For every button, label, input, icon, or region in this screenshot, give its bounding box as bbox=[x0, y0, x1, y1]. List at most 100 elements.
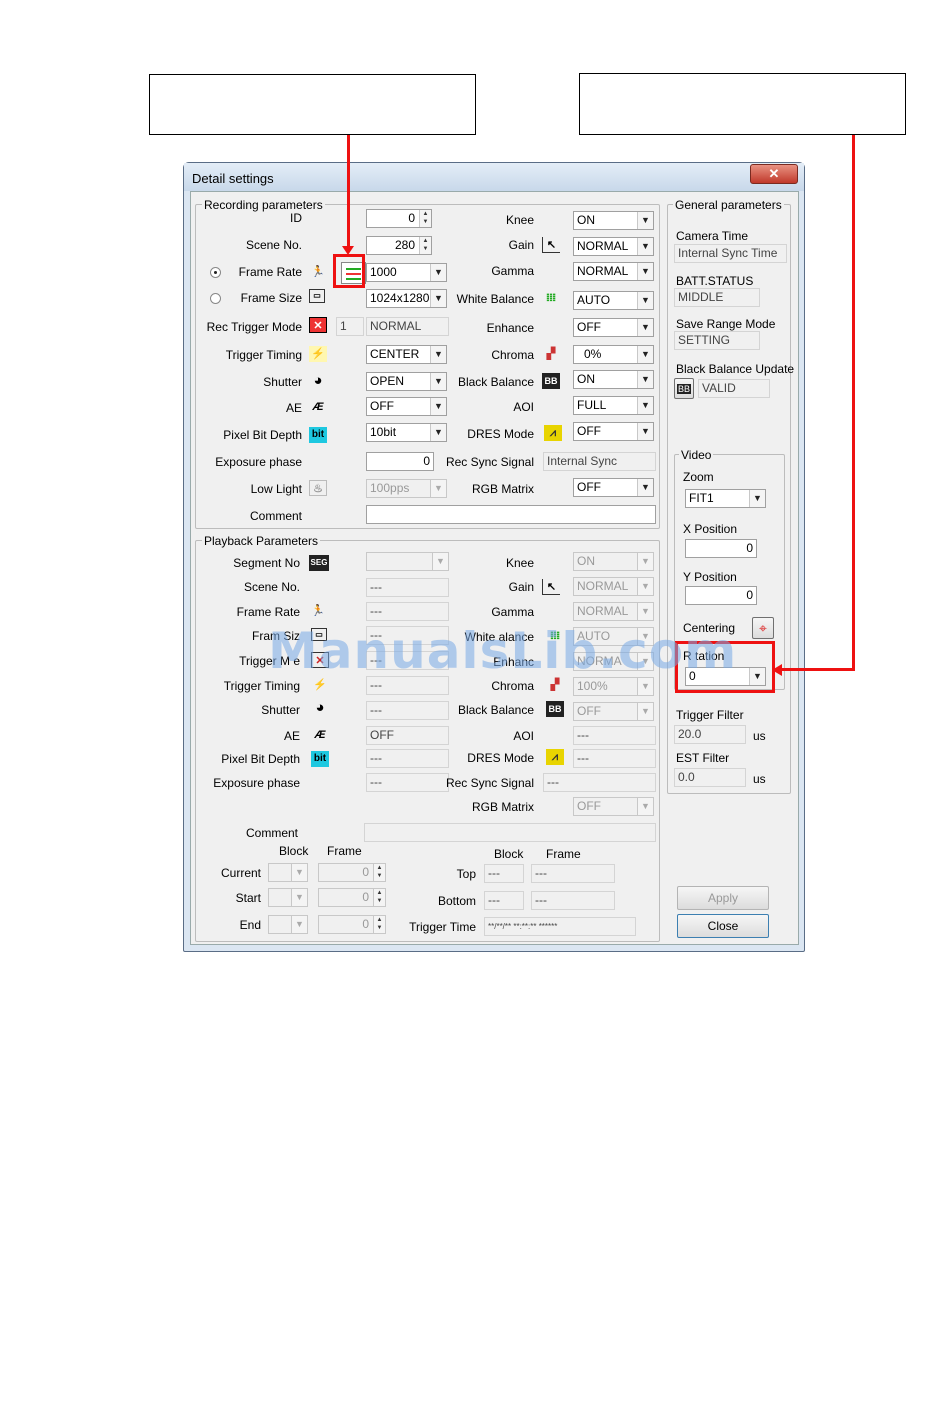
chevron-down-icon[interactable]: ▼ bbox=[637, 798, 653, 815]
chroma-select[interactable]: 0%▼ bbox=[573, 345, 654, 364]
chevron-down-icon[interactable]: ▼ bbox=[637, 678, 653, 695]
annotation-highlight-frame-rate-table bbox=[333, 254, 365, 288]
top-block-value: --- bbox=[488, 866, 500, 880]
chevron-down-icon[interactable]: ▼ bbox=[637, 319, 653, 336]
current-block-select[interactable]: ▼ bbox=[268, 863, 308, 882]
pb-black-balance-select[interactable]: OFF▼ bbox=[573, 702, 654, 721]
block-header: Block bbox=[279, 844, 309, 858]
chevron-down-icon[interactable]: ▼ bbox=[637, 578, 653, 595]
chevron-down-icon[interactable]: ▼ bbox=[749, 668, 765, 685]
recording-parameters-title: Recording parameters bbox=[202, 198, 325, 212]
chevron-down-icon[interactable]: ▼ bbox=[430, 373, 446, 390]
pb-gain-select[interactable]: NORMAL▼ bbox=[573, 577, 654, 596]
white-balance-select[interactable]: AUTO▼ bbox=[573, 291, 654, 310]
chevron-down-icon[interactable]: ▼ bbox=[430, 424, 446, 441]
frame-rate-select[interactable]: 1000▼ bbox=[366, 263, 447, 282]
dres-mode-value: OFF bbox=[577, 424, 601, 438]
x-position-input[interactable]: 0 bbox=[685, 539, 757, 558]
black-balance-update-field: VALID bbox=[698, 379, 770, 398]
enhance-select[interactable]: OFF▼ bbox=[573, 318, 654, 337]
chevron-down-icon[interactable]: ▼ bbox=[430, 290, 446, 307]
trigger-timing-select[interactable]: CENTER▼ bbox=[366, 345, 447, 364]
dres-mode-select[interactable]: OFF ▼ bbox=[573, 422, 654, 441]
frame-rate-radio[interactable] bbox=[210, 267, 221, 278]
shutter-select[interactable]: OPEN▼ bbox=[366, 372, 447, 391]
spinner-arrows-icon[interactable]: ▲▼ bbox=[373, 916, 385, 933]
exposure-phase-input[interactable]: 0 bbox=[366, 452, 434, 471]
chevron-down-icon[interactable]: ▼ bbox=[430, 398, 446, 415]
est-filter-value: 0.0 bbox=[678, 770, 695, 784]
gamma-select[interactable]: NORMAL▼ bbox=[573, 262, 654, 281]
chevron-down-icon[interactable]: ▼ bbox=[291, 864, 307, 881]
frame-size-radio[interactable] bbox=[210, 293, 221, 304]
aoi-select[interactable]: FULL▼ bbox=[573, 396, 654, 415]
zoom-select[interactable]: FIT1▼ bbox=[685, 489, 766, 508]
chevron-down-icon[interactable]: ▼ bbox=[637, 703, 653, 720]
label-dres-mode: DRES Mode bbox=[467, 427, 534, 441]
chevron-down-icon[interactable]: ▼ bbox=[291, 889, 307, 906]
pb-scene-no-value: --- bbox=[370, 580, 382, 594]
start-block-select[interactable]: ▼ bbox=[268, 888, 308, 907]
ae-select[interactable]: OFF▼ bbox=[366, 397, 447, 416]
spinner-arrows-icon[interactable]: ▲▼ bbox=[373, 864, 385, 881]
rotation-select[interactable]: 0▼ bbox=[685, 667, 766, 686]
pb-chroma-select[interactable]: 100%▼ bbox=[573, 677, 654, 696]
black-balance-update-button[interactable]: BB bbox=[674, 378, 694, 399]
callout-right bbox=[579, 73, 906, 135]
chevron-down-icon[interactable]: ▼ bbox=[637, 238, 653, 255]
apply-button[interactable]: Apply bbox=[677, 886, 769, 910]
pb-knee-select[interactable]: ON▼ bbox=[573, 552, 654, 571]
chevron-down-icon[interactable]: ▼ bbox=[637, 212, 653, 229]
y-position-input[interactable]: 0 bbox=[685, 586, 757, 605]
end-block-select[interactable]: ▼ bbox=[268, 915, 308, 934]
rgb-matrix-select[interactable]: OFF▼ bbox=[573, 478, 654, 497]
start-frame-spinner[interactable]: 0▲▼ bbox=[318, 888, 386, 907]
spinner-arrows-icon[interactable]: ▲▼ bbox=[419, 210, 431, 227]
gain-select[interactable]: NORMAL▼ bbox=[573, 237, 654, 256]
chevron-down-icon[interactable]: ▼ bbox=[430, 264, 446, 281]
trigger-time-field: **/**/** **:**:** ****** bbox=[484, 917, 636, 936]
chevron-down-icon[interactable]: ▼ bbox=[637, 553, 653, 570]
chevron-down-icon[interactable]: ▼ bbox=[637, 371, 653, 388]
label-pb-exposure-phase: Exposure phase bbox=[213, 776, 300, 790]
comment-input[interactable] bbox=[366, 505, 656, 524]
chevron-down-icon[interactable]: ▼ bbox=[637, 346, 653, 363]
chevron-down-icon[interactable]: ▼ bbox=[637, 263, 653, 280]
frame-size-select[interactable]: 1024x1280▼ bbox=[366, 289, 447, 308]
chevron-down-icon[interactable]: ▼ bbox=[291, 916, 307, 933]
spinner-arrows-icon[interactable]: ▲▼ bbox=[373, 889, 385, 906]
chevron-down-icon[interactable]: ▼ bbox=[430, 346, 446, 363]
chevron-down-icon[interactable]: ▼ bbox=[430, 480, 446, 497]
playback-parameters-group bbox=[195, 540, 660, 942]
frame-rate-table-button[interactable] bbox=[341, 262, 366, 284]
pb-white-balance-select[interactable]: AUTO▼ bbox=[573, 627, 654, 646]
chevron-down-icon[interactable]: ▼ bbox=[637, 479, 653, 496]
pixel-bit-depth-select[interactable]: 10bit▼ bbox=[366, 423, 447, 442]
chevron-down-icon[interactable]: ▼ bbox=[637, 603, 653, 620]
id-spinner[interactable]: 0▲▼ bbox=[366, 209, 432, 228]
annotation-arrowhead-right bbox=[772, 664, 782, 676]
pb-rgb-matrix-select[interactable]: OFF▼ bbox=[573, 797, 654, 816]
knee-select[interactable]: ON▼ bbox=[573, 211, 654, 230]
pb-gamma-select[interactable]: NORMAL▼ bbox=[573, 602, 654, 621]
black-balance-select[interactable]: ON▼ bbox=[573, 370, 654, 389]
chevron-down-icon[interactable]: ▼ bbox=[749, 490, 765, 507]
end-frame-spinner[interactable]: 0▲▼ bbox=[318, 915, 386, 934]
trigger-time-value: **/**/** **:**:** ****** bbox=[488, 922, 558, 931]
centering-button[interactable]: ⌖ bbox=[752, 617, 774, 639]
current-frame-spinner[interactable]: 0▲▼ bbox=[318, 863, 386, 882]
scene-no-spinner[interactable]: 280▲▼ bbox=[366, 236, 432, 255]
segment-no-select[interactable]: ▼ bbox=[366, 552, 449, 571]
chevron-down-icon[interactable]: ▼ bbox=[432, 553, 448, 570]
chevron-down-icon[interactable]: ▼ bbox=[637, 423, 653, 440]
close-window-button[interactable]: ✕ bbox=[750, 164, 798, 184]
chevron-down-icon[interactable]: ▼ bbox=[637, 397, 653, 414]
chevron-down-icon[interactable]: ▼ bbox=[637, 628, 653, 645]
chevron-down-icon[interactable]: ▼ bbox=[637, 653, 653, 670]
low-light-select[interactable]: 100pps▼ bbox=[366, 479, 447, 498]
spinner-arrows-icon[interactable]: ▲▼ bbox=[419, 237, 431, 254]
pb-enhance-select[interactable]: NORMA▼ bbox=[573, 652, 654, 671]
chevron-down-icon[interactable]: ▼ bbox=[637, 292, 653, 309]
close-button[interactable]: Close bbox=[677, 914, 769, 938]
exposure-phase-value: 0 bbox=[423, 454, 430, 468]
